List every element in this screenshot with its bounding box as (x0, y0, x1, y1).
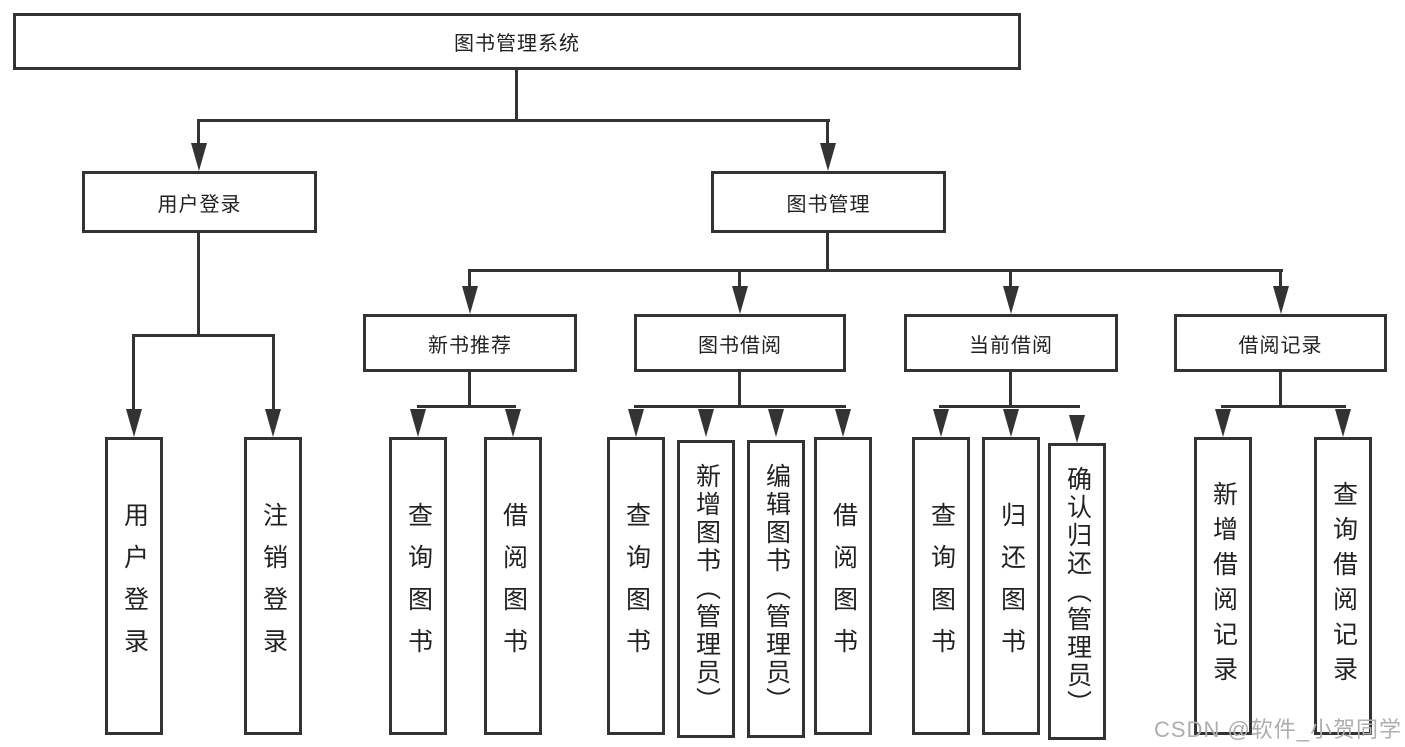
connector-line (1279, 269, 1282, 289)
arrow-down-icon (1215, 409, 1231, 437)
leaf-borrow-borrow-books: 借阅图书 (814, 437, 872, 735)
arrow-down-icon (505, 409, 521, 437)
connector-line (826, 233, 829, 272)
connector-line (1221, 405, 1346, 408)
arrow-down-icon (462, 286, 478, 314)
leaf-label: 新增借阅记录 (1209, 481, 1238, 691)
connector-line (1009, 269, 1012, 289)
leaf-logout: 注销登录 (244, 437, 302, 735)
arrow-down-icon (1003, 409, 1019, 437)
connector-line (634, 405, 846, 408)
connector-line (939, 405, 1080, 408)
connector-line (197, 119, 200, 146)
arrow-down-icon (1069, 415, 1085, 443)
connector-line (132, 334, 275, 337)
node-new-book-recommendation: 新书推荐 (363, 314, 577, 372)
connector-line (132, 334, 135, 412)
connector-line (468, 269, 471, 289)
leaf-label: 编辑图书（管理员） (762, 463, 791, 715)
arrow-down-icon (265, 409, 281, 437)
arrow-down-icon (732, 286, 748, 314)
arrow-down-icon (410, 409, 426, 437)
leaf-label: 注销登录 (259, 502, 288, 670)
leaf-label: 用户登录 (120, 502, 149, 670)
connector-line (468, 269, 1283, 272)
watermark-text: CSDN @软件_小贺同学 (1154, 717, 1403, 742)
node-user-login: 用户登录 (82, 171, 317, 233)
leaf-current-return-books: 归还图书 (982, 437, 1040, 735)
leaf-label: 查询借阅记录 (1329, 481, 1358, 691)
connector-line (826, 119, 829, 146)
connector-line (1009, 372, 1012, 408)
node-book-management: 图书管理 (711, 171, 946, 233)
connector-line (197, 119, 830, 122)
node-book-borrowing: 图书借阅 (634, 314, 846, 372)
arrow-down-icon (126, 409, 142, 437)
arrow-down-icon (1003, 286, 1019, 314)
leaf-label: 查询图书 (927, 502, 956, 670)
leaf-borrow-edit-books-admin: 编辑图书（管理员） (747, 440, 805, 738)
leaf-label: 查询图书 (404, 502, 433, 670)
leaf-label: 新增图书（管理员） (692, 463, 721, 715)
arrow-down-icon (698, 409, 714, 437)
leaf-record-add-borrow-record: 新增借阅记录 (1194, 437, 1252, 735)
connector-line (272, 334, 275, 412)
connector-line (1279, 372, 1282, 408)
leaf-label: 借阅图书 (829, 502, 858, 670)
connector-line (738, 372, 741, 408)
arrow-down-icon (628, 409, 644, 437)
node-current-borrowing: 当前借阅 (904, 314, 1118, 372)
leaf-label: 借阅图书 (499, 502, 528, 670)
connector-line (417, 405, 516, 408)
leaf-user-login: 用户登录 (105, 437, 163, 735)
leaf-current-query-books: 查询图书 (912, 437, 970, 735)
arrow-down-icon (768, 409, 784, 437)
arrow-down-icon (835, 409, 851, 437)
leaf-current-confirm-return-admin: 确认归还（管理员） (1048, 443, 1106, 740)
arrow-down-icon (1335, 409, 1351, 437)
leaf-label: 确认归还（管理员） (1063, 465, 1092, 718)
leaf-newbook-borrow-books: 借阅图书 (484, 437, 542, 735)
arrow-down-icon (820, 143, 836, 171)
arrow-down-icon (191, 143, 207, 171)
connector-line (515, 70, 518, 121)
arrow-down-icon (933, 409, 949, 437)
node-borrowing-records: 借阅记录 (1174, 314, 1387, 372)
node-library-management-system: 图书管理系统 (13, 13, 1021, 70)
arrow-down-icon (1273, 286, 1289, 314)
connector-line (197, 233, 200, 337)
leaf-label: 查询图书 (622, 502, 651, 670)
connector-line (468, 372, 471, 408)
leaf-label: 归还图书 (997, 502, 1026, 670)
leaf-record-query-borrow-record: 查询借阅记录 (1314, 437, 1372, 735)
leaf-borrow-query-books: 查询图书 (607, 437, 665, 735)
leaf-newbook-query-books: 查询图书 (389, 437, 447, 735)
connector-line (738, 269, 741, 289)
leaf-borrow-add-books-admin: 新增图书（管理员） (677, 440, 735, 738)
